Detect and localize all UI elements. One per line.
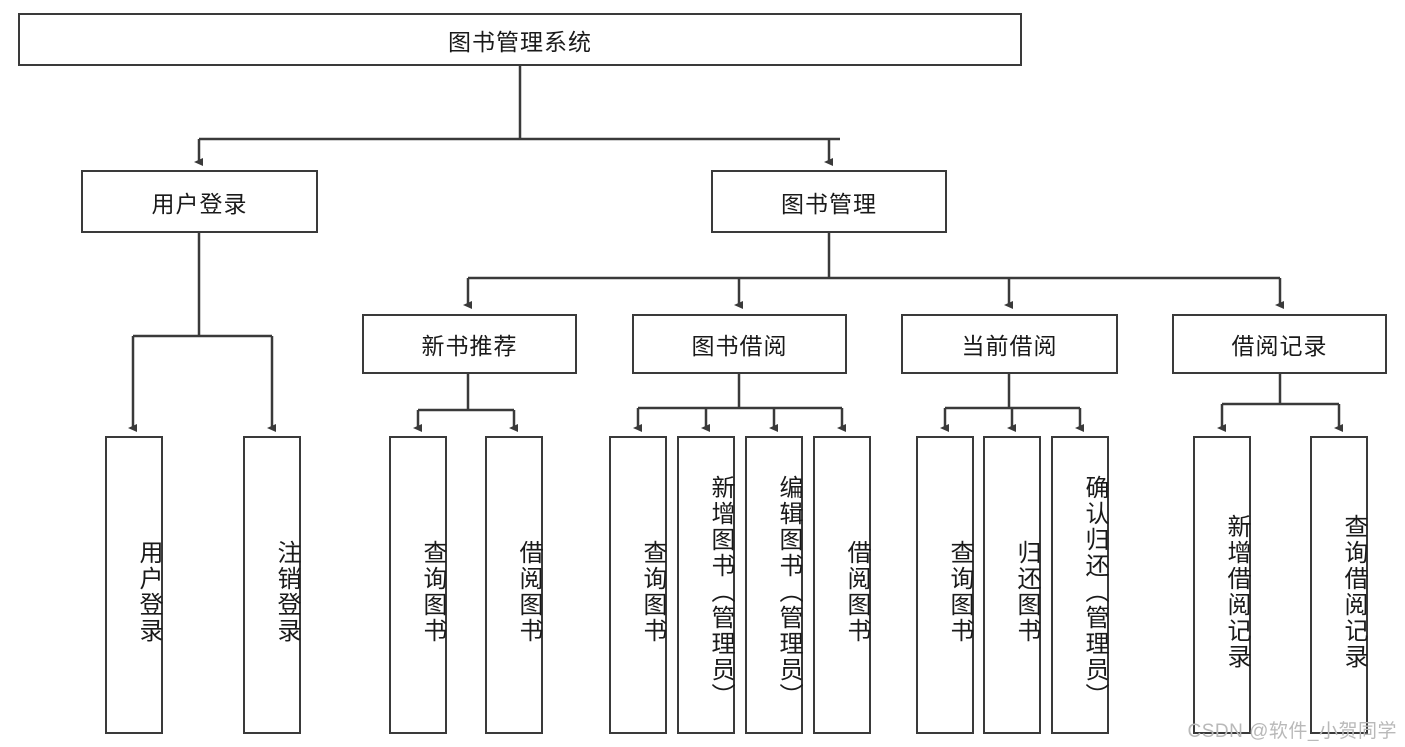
node-label: 新书推荐: [421, 333, 518, 359]
node-label: 新增借阅记录: [1223, 514, 1250, 670]
node-book-borrow[interactable]: 图书借阅: [632, 314, 847, 374]
csdn-watermark: CSDN @软件_小贺同学: [1187, 721, 1397, 742]
node-label: 借阅图书: [515, 540, 542, 644]
node-current-borrow[interactable]: 当前借阅: [901, 314, 1118, 374]
node-label: 图书管理: [781, 190, 877, 217]
node-label: 图书借阅: [691, 333, 788, 359]
node-leaf-query-book-current[interactable]: 查询图书: [916, 436, 974, 734]
node-label: 用户登录: [135, 540, 162, 644]
node-borrow-record[interactable]: 借阅记录: [1172, 314, 1387, 374]
node-label: 当前借阅: [961, 333, 1058, 359]
node-label: 注销登录: [273, 540, 300, 644]
node-leaf-logout[interactable]: 注销登录: [243, 436, 301, 734]
node-label: 用户登录: [151, 190, 248, 217]
node-leaf-borrow-book[interactable]: 借阅图书: [813, 436, 871, 734]
node-label: 查询图书: [639, 540, 666, 644]
node-label: 确认归还（管理员）: [1081, 475, 1108, 709]
node-label: 查询图书: [946, 540, 973, 644]
node-leaf-return-book[interactable]: 归还图书: [983, 436, 1041, 734]
node-leaf-edit-book-admin[interactable]: 编辑图书（管理员）: [745, 436, 803, 734]
node-leaf-add-borrow-record[interactable]: 新增借阅记录: [1193, 436, 1251, 734]
node-leaf-confirm-return-admin[interactable]: 确认归还（管理员）: [1051, 436, 1109, 734]
node-book-management[interactable]: 图书管理: [711, 170, 947, 233]
node-leaf-query-book-recommend[interactable]: 查询图书: [389, 436, 447, 734]
node-user-login[interactable]: 用户登录: [81, 170, 318, 233]
node-leaf-user-login[interactable]: 用户登录: [105, 436, 163, 734]
node-leaf-query-borrow-record[interactable]: 查询借阅记录: [1310, 436, 1368, 734]
node-label: 借阅图书: [843, 540, 870, 644]
node-leaf-borrow-book-recommend[interactable]: 借阅图书: [485, 436, 543, 734]
node-new-book-recommend[interactable]: 新书推荐: [362, 314, 577, 374]
node-label: 归还图书: [1013, 540, 1040, 644]
node-root-book-management-system[interactable]: 图书管理系统: [18, 13, 1022, 66]
node-label: 查询图书: [419, 540, 446, 644]
node-label: 新增图书（管理员）: [707, 475, 734, 709]
node-label: 借阅记录: [1231, 333, 1328, 359]
node-label: 编辑图书（管理员）: [775, 475, 802, 709]
node-leaf-query-book-borrow[interactable]: 查询图书: [609, 436, 667, 734]
node-label: 查询借阅记录: [1340, 514, 1367, 670]
node-leaf-add-book-admin[interactable]: 新增图书（管理员）: [677, 436, 735, 734]
node-label: 图书管理系统: [448, 28, 592, 55]
